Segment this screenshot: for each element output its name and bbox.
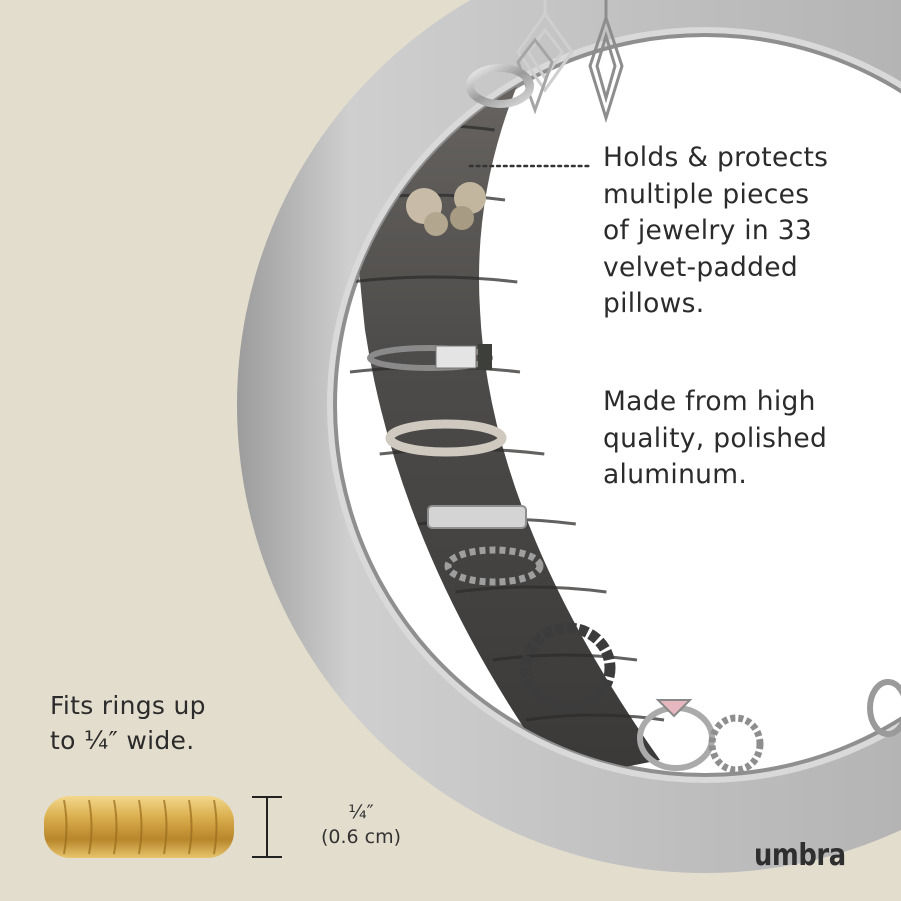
callout-material-line: Made from high [603,386,816,417]
fit-note-line: to ¼″ wide. [50,726,195,755]
dimension-inch: ¼″ [348,801,374,823]
earring-diamond-1 [516,0,574,115]
ring-black-chunky [520,622,616,714]
gold-ring-rib [88,799,93,855]
fit-note-line: Fits rings up [50,691,206,720]
callout-holds-line: velvet-padded [603,251,799,283]
brand-logo: umbra [754,838,846,873]
gold-ring-rib [63,799,68,855]
gold-ring-rib [188,799,193,855]
earring-diamond-2 [588,0,624,124]
callout-holds-line: multiple pieces [603,178,810,210]
callout-holds-line: Holds & protects [603,142,829,173]
knot-earrings [406,182,486,236]
dimension-label: ¼″ (0.6 cm) [306,800,416,850]
pillow-seam [492,653,638,662]
callout-material-line: aluminum. [603,459,748,490]
gold-ring-rib [138,799,143,855]
callout-holds-protects: Holds & protects multiple pieces of jewe… [603,140,828,323]
ring-band-flat [427,505,527,529]
dimension-cm: (0.6 cm) [320,826,402,848]
ring-braided [708,714,764,774]
gold-ring-rib [213,799,218,855]
callout-holds-line: pillows. [603,288,705,319]
ring-band-silver [385,419,507,457]
fit-note: Fits rings up to ¼″ wide. [50,688,206,758]
ring-filigree [867,679,901,737]
gold-ring-rib [163,799,168,855]
callout-material: Made from high quality, polished aluminu… [603,384,827,494]
ring-band-wide [367,344,493,371]
pillow-seam [455,585,607,594]
dimension-bracket [252,796,282,858]
callout-material-line: quality, polished [603,422,828,454]
gold-ring-rib [113,799,118,855]
callout-holds-line: of jewelry in 33 [603,215,813,246]
ring-twisted [444,546,544,586]
gold-ring-illustration [44,796,234,858]
pillow-seam [349,275,518,284]
ring-silver-top [466,64,534,108]
